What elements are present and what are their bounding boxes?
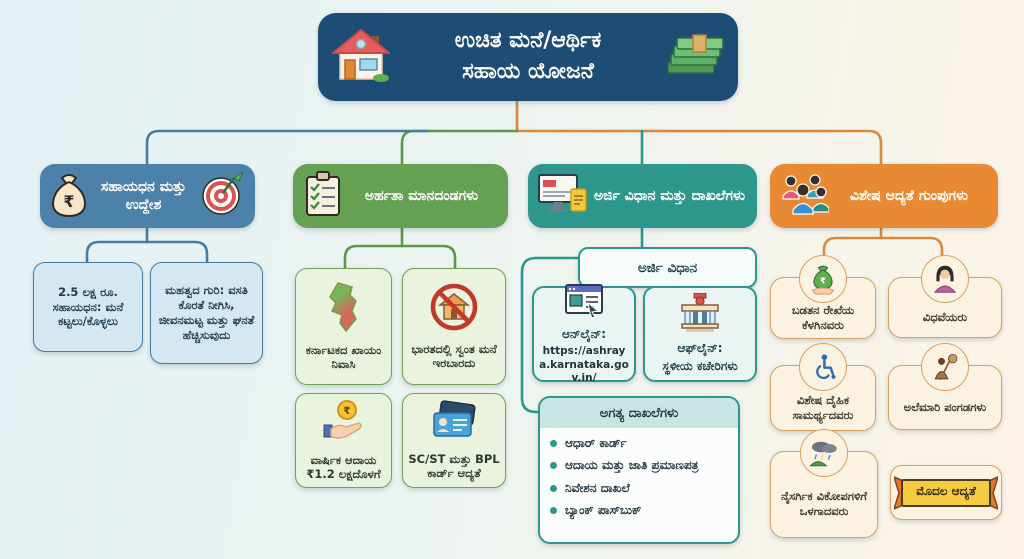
hand-coin-icon: ₹ [322, 399, 366, 447]
computer-documents-icon [537, 171, 591, 221]
offline-text: ಸ್ಥಳೀಯ ಕಚೇರಿಗಳು [662, 359, 738, 374]
online-card: ಆನ್‌ಲೈನ್: https://ashraya.karnataka.gov.… [532, 283, 636, 384]
money-bag-hand-icon: ₹ [799, 255, 847, 303]
online-label: ಆನ್‌ಲೈನ್: [561, 326, 607, 341]
document-item: ಬ್ಯಾಂಕ್ ಪಾಸ್‌ಬುಕ್ [550, 503, 728, 517]
priority-card-bpl: ₹ ಬಡತನ ರೇಖೆಯ ಕೆಳಗಿನವರು [770, 255, 876, 339]
eligibility-card-priority: SC/ST ಮತ್ತು BPL ಕಾರ್ಡ್ ಆದ್ಯತೆ [402, 393, 506, 488]
subsidy-title: ಸಹಾಯಧನ ಮತ್ತು ಉದ್ದೇಶ [100, 178, 187, 213]
first-priority-text: ಮೊದಲ ಆದ್ಯತೆ [916, 484, 976, 498]
eligibility-income-text: ವಾರ್ಷಿಕ ಆದಾಯ ₹1.2 ಲಕ್ಷದೊಳಗೆ [306, 452, 381, 482]
priority-card-nomadic: ಅಲೆಮಾರಿ ಪಂಗಡಗಳು [888, 343, 1002, 430]
documents-title: ಅಗತ್ಯ ದಾಖಲೆಗಳು [540, 398, 738, 428]
karnataka-map-icon [321, 281, 367, 337]
online-url: https://ashraya.karnataka.gov.in/ [539, 345, 629, 384]
people-group-icon [779, 172, 830, 220]
eligibility-no-house-text: ಭಾರತದಲ್ಲಿ ಸ್ವಂತ ಮನೆ ಇರಬಾರದು [411, 341, 497, 371]
cash-stack-icon [666, 30, 724, 84]
priority-disabled-text: ವಿಶೇಷ ದೈಹಿಕ ಸಾಮರ್ಥ್ಯದವರು [792, 392, 854, 422]
checklist-icon [302, 170, 344, 222]
bullet-dot [550, 484, 557, 492]
ribbon-banner: ಮೊದಲ ಆದ್ಯತೆ [894, 473, 998, 513]
document-item: ನಿವೇಶನ ದಾಖಲೆ [550, 481, 728, 495]
priority-widows-text: ವಿಧವೆಯರು [922, 309, 968, 324]
eligibility-residency-text: ಕರ್ನಾಟಕದ ಖಾಯಂ ನಿವಾಸಿ [305, 342, 382, 372]
id-cards-icon [430, 399, 478, 446]
bullet-dot [550, 440, 557, 447]
no-house-icon [429, 282, 479, 336]
page-title: ಉಚಿತ ಮನೆ/ಆರ್ಥಿಕ ಸಹಾಯ ಯೋಜನೆ [390, 26, 666, 88]
page-title-line1: ಉಚಿತ ಮನೆ/ಆರ್ಥಿಕ [454, 28, 602, 54]
page-title-line2: ಸಹಾಯ ಯೋಜನೆ [462, 59, 594, 84]
eligibility-card-income: ₹ ವಾರ್ಷಿಕ ಆದಾಯ ₹1.2 ಲಕ್ಷದೊಳಗೆ [295, 393, 392, 488]
offline-label: ಆಫ್‌ಲೈನ್: [677, 340, 723, 355]
eligibility-title: ಅರ್ಹತಾ ಮಾನದಂಡಗಳು [364, 187, 479, 204]
government-building-icon [678, 292, 722, 338]
priority-card-widows: ವಿಧವೆಯರು [888, 255, 1002, 338]
priority-card-disabled: ವಿಶೇಷ ದೈಹಿಕ ಸಾಮರ್ಥ್ಯದವರು [770, 343, 876, 431]
priority-title: ವಿಶೇಷ ಆದ್ಯತೆ ಗುಂಪುಗಳು [849, 187, 968, 204]
priority-card-disaster: ನೈಸರ್ಗಿಕ ವಿಕೋಪಗಳಿಗೆ ಒಳಗಾದವರು [770, 429, 878, 538]
money-bag-icon: ₹ [49, 170, 89, 222]
bullet-dot [550, 507, 557, 515]
priority-bpl-text: ಬಡತನ ರೇಖೆಯ ಕೆಳಗಿನವರು [791, 302, 855, 332]
document-item: ಆದಾಯ ಮತ್ತು ಜಾತಿ ಪ್ರಮಾಣಪತ್ರ [550, 458, 728, 472]
documents-box: ಅಗತ್ಯ ದಾಖಲೆಗಳು ಆಧಾರ್ ಕಾರ್ಡ್ ಆದಾಯ ಮತ್ತು ಜ… [538, 396, 740, 544]
nomad-icon [921, 343, 969, 391]
document-item: ಆಧಾರ್ ಕಾರ್ಡ್ [550, 436, 728, 450]
offline-card: ಆಫ್‌ಲೈನ್: ಸ್ಥಳೀಯ ಕಚೇರಿಗಳು [643, 286, 757, 382]
wheelchair-icon [799, 343, 847, 391]
eligibility-card-no-house: ಭಾರತದಲ್ಲಿ ಸ್ವಂತ ಮನೆ ಇರಬಾರದು [402, 268, 506, 385]
document-item-text: ಆದಾಯ ಮತ್ತು ಜಾತಿ ಪ್ರಮಾಣಪತ್ರ [565, 458, 699, 473]
storm-icon [800, 429, 848, 477]
application-method-box: ಅರ್ಜಿ ವಿಧಾನ [578, 247, 757, 288]
subsidy-goal-text: ಮಹತ್ವದ ಗುರಿ: ವಸತಿ ಕೊರತೆ ನೀಗಿಸಿ, ಜೀವನಮಟ್ಟ… [158, 283, 255, 342]
application-method-title: ಅರ್ಜಿ ವಿಧಾನ [637, 259, 698, 276]
svg-text:₹: ₹ [343, 406, 350, 417]
subsidy-amount-card: 2.5 ಲಕ್ಷ ರೂ. ಸಹಾಯಧನ: ಮನೆ ಕಟ್ಟಲು/ಕೊಳ್ಳಲು [33, 262, 143, 352]
eligibility-priority-text: SC/ST ಮತ್ತು BPL ಕಾರ್ಡ್ ಆದ್ಯತೆ [408, 451, 500, 481]
priority-nomadic-text: ಅಲೆಮಾರಿ ಪಂಗಡಗಳು [903, 399, 987, 414]
widow-icon [921, 255, 969, 303]
priority-header: ವಿಶೇಷ ಆದ್ಯತೆ ಗುಂಪುಗಳು [770, 164, 998, 228]
application-title: ಅರ್ಜಿ ವಿಧಾನ ಮತ್ತು ದಾಖಲೆಗಳು [593, 187, 746, 204]
main-header: ಉಚಿತ ಮನೆ/ಆರ್ಥಿಕ ಸಹಾಯ ಯೋಜನೆ [318, 13, 738, 101]
application-header: ಅರ್ಜಿ ವಿಧಾನ ಮತ್ತು ದಾಖಲೆಗಳು [528, 164, 757, 228]
document-item-text: ನಿವೇಶನ ದಾಖಲೆ [565, 480, 630, 495]
priority-disaster-text: ನೈಸರ್ಗಿಕ ವಿಕೋಪಗಳಿಗೆ ಒಳಗಾದವರು [781, 489, 867, 518]
svg-text:₹: ₹ [63, 192, 74, 211]
subsidy-header: ₹ ಸಹಾಯಧನ ಮತ್ತು ಉದ್ದೇಶ [40, 164, 255, 228]
bullet-dot [550, 462, 557, 470]
house-icon [330, 28, 392, 86]
browser-icon [564, 283, 604, 324]
first-priority-card: ಮೊದಲ ಆದ್ಯತೆ [890, 465, 1002, 520]
eligibility-card-residency: ಕರ್ನಾಟಕದ ಖಾಯಂ ನಿವಾಸಿ [295, 268, 392, 385]
subsidy-goal-card: ಮಹತ್ವದ ಗುರಿ: ವಸತಿ ಕೊರತೆ ನೀಗಿಸಿ, ಜೀವನಮಟ್ಟ… [150, 262, 263, 364]
target-icon [198, 170, 246, 222]
svg-text:₹: ₹ [820, 276, 826, 286]
document-item-text: ಬ್ಯಾಂಕ್ ಪಾಸ್‌ಬುಕ್ [565, 503, 642, 518]
subsidy-amount-text: 2.5 ಲಕ್ಷ ರೂ. ಸಹಾಯಧನ: ಮನೆ ಕಟ್ಟಲು/ಕೊಳ್ಳಲು [52, 284, 124, 329]
eligibility-header: ಅರ್ಹತಾ ಮಾನದಂಡಗಳು [293, 164, 508, 228]
document-item-text: ಆಧಾರ್ ಕಾರ್ಡ್ [565, 436, 627, 450]
